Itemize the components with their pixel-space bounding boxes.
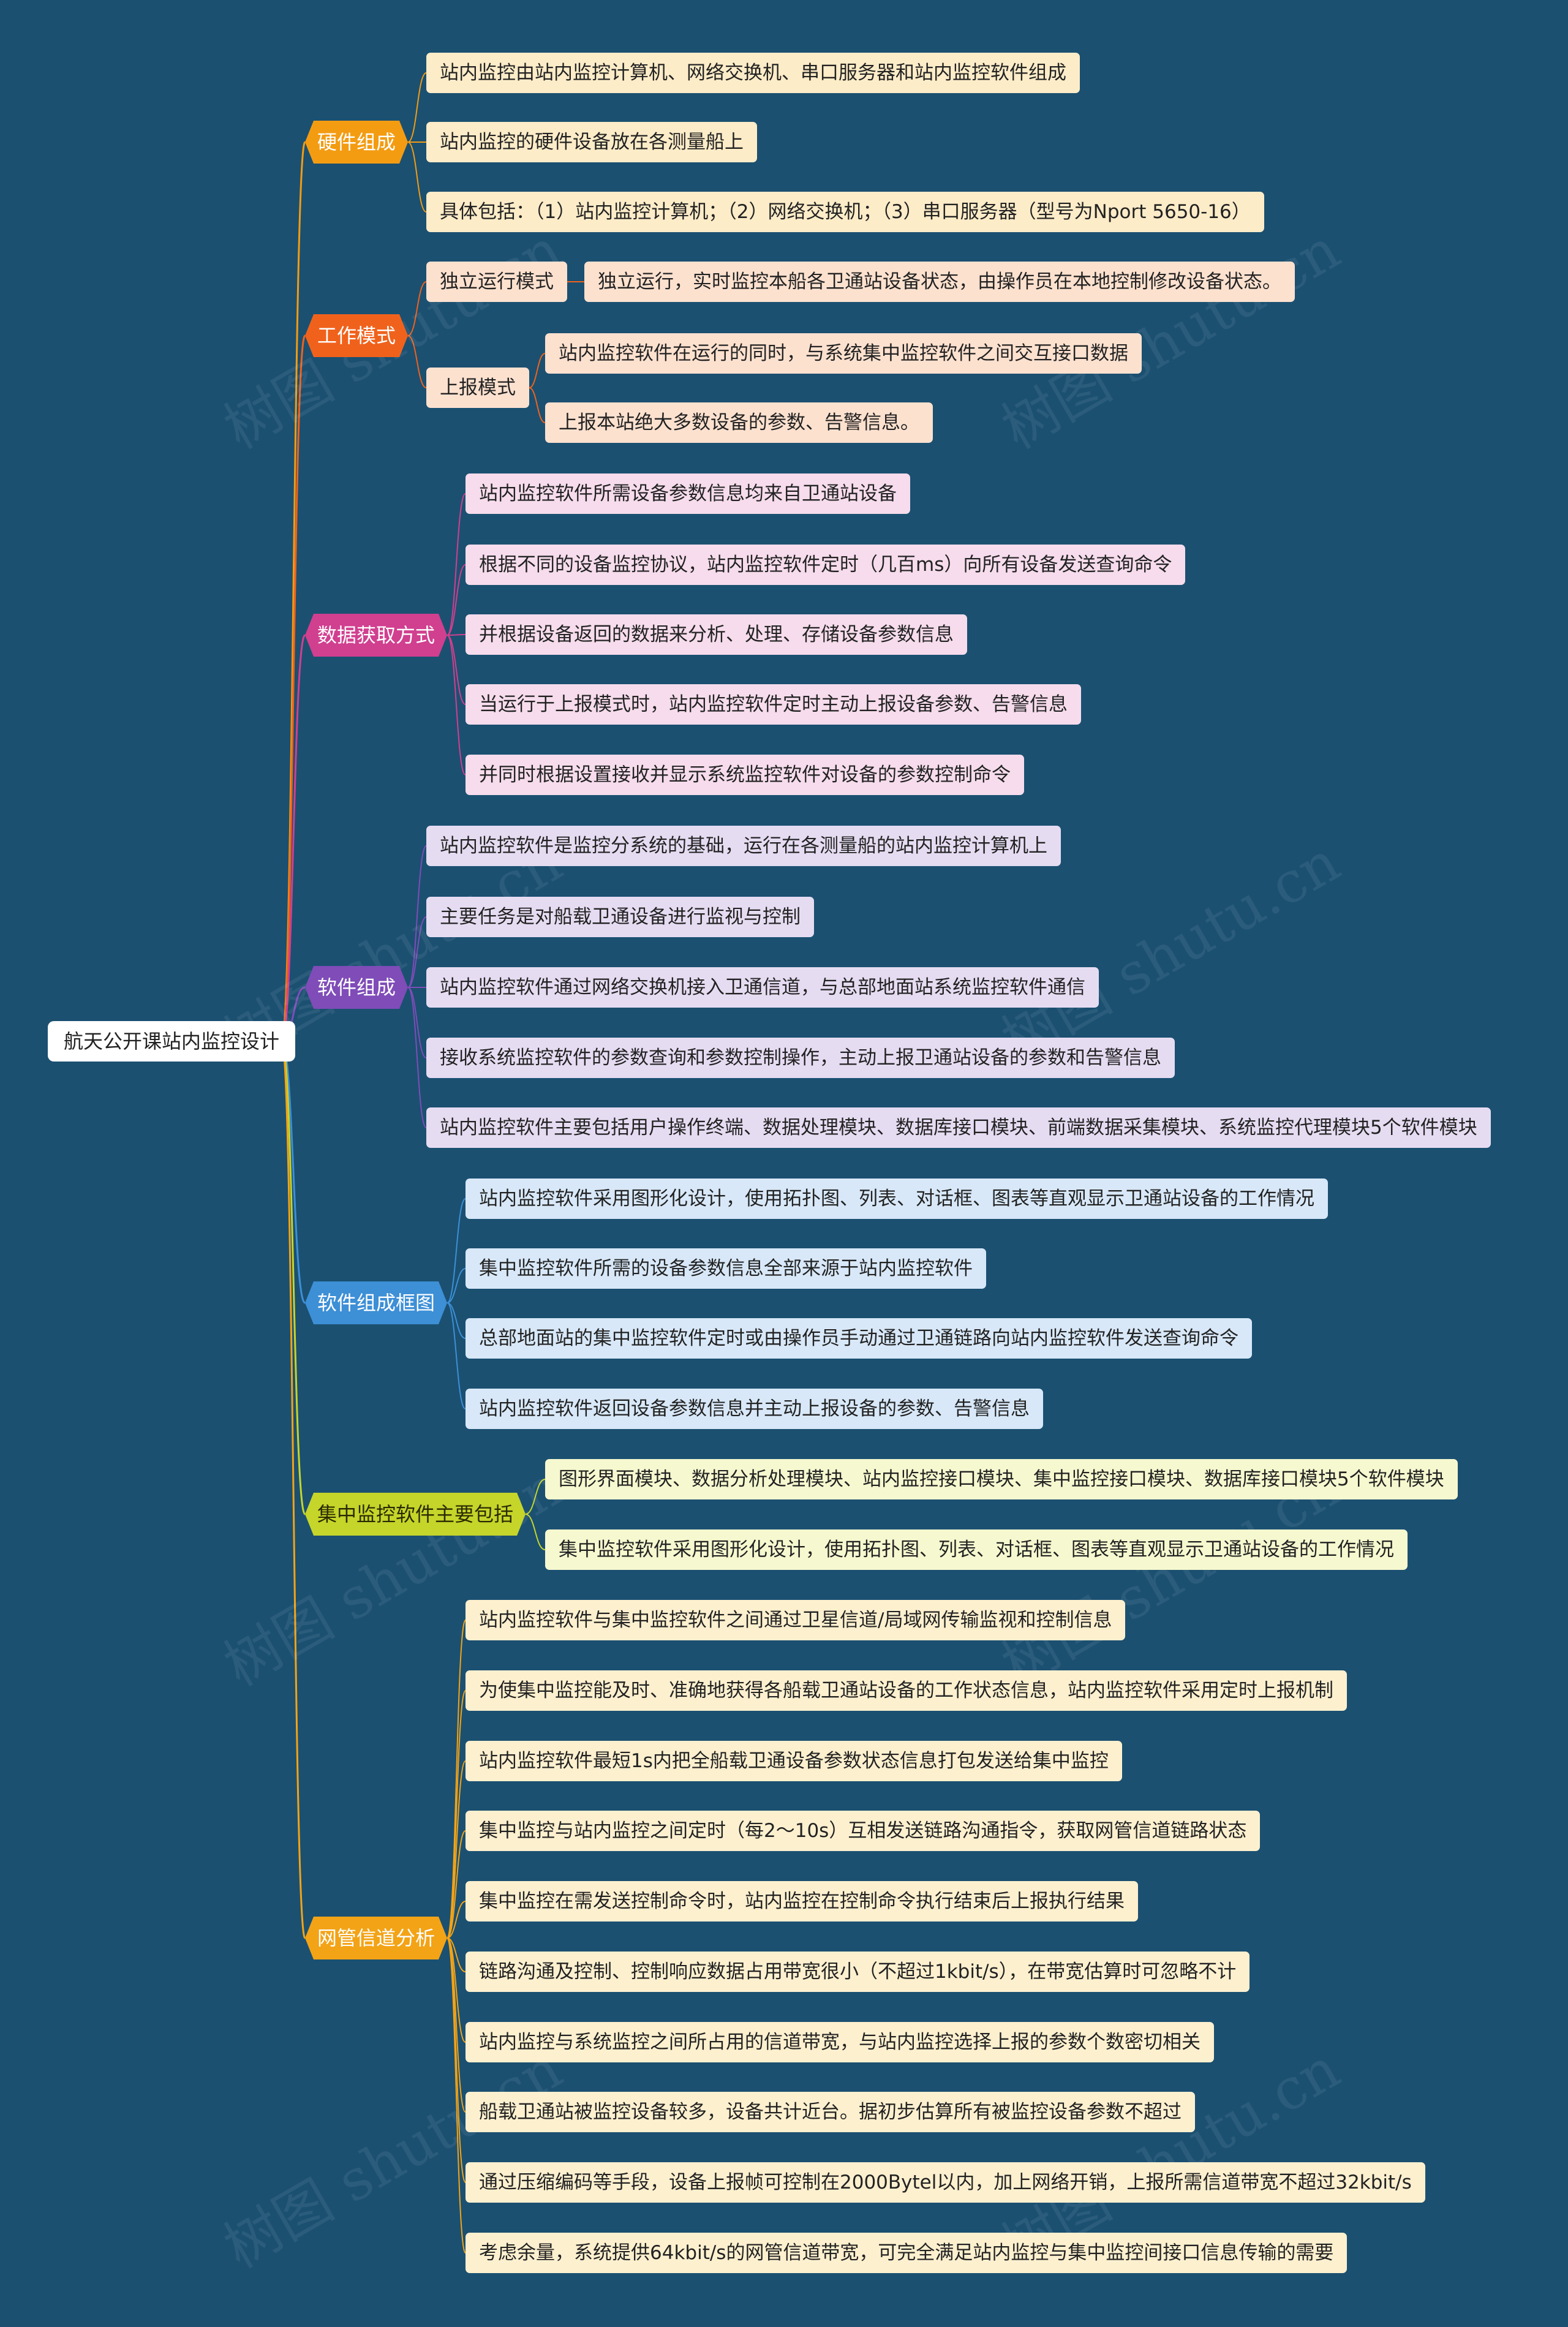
leaf-node[interactable]: 并根据设备返回的数据来分析、处理、存储设备参数信息 xyxy=(466,614,967,655)
leaf-node[interactable]: 接收系统监控软件的参数查询和参数控制操作，主动上报卫通站设备的参数和告警信息 xyxy=(426,1038,1175,1078)
connector xyxy=(281,1040,306,1515)
branch-node[interactable]: 工作模式 xyxy=(305,314,408,357)
connector xyxy=(447,635,466,775)
leaf-node[interactable]: 上报本站绝大多数设备的参数、告警信息。 xyxy=(545,402,933,443)
leaf-node[interactable]: 集中监控软件采用图形化设计，使用拓扑图、列表、对话框、图表等直观显示卫通站设备的… xyxy=(545,1529,1408,1570)
connector xyxy=(447,1690,466,1939)
leaf-node[interactable]: 链路沟通及控制、控制响应数据占用带宽很小（不超过1kbit/s），在带宽估算时可… xyxy=(466,1952,1250,1992)
connector xyxy=(407,72,427,143)
connector xyxy=(529,387,546,423)
connector xyxy=(281,334,306,1043)
connector xyxy=(447,1302,466,1409)
leaf-node[interactable]: 通过压缩编码等手段，设备上报帧可控制在2000Bytel以内，加上网络开销，上报… xyxy=(466,2162,1425,2203)
connector xyxy=(447,564,466,636)
leaf-node[interactable]: 集中监控在需发送控制命令时，站内监控在控制命令执行结束后上报执行结果 xyxy=(466,1881,1138,1922)
leaf-node[interactable]: 具体包括：（1）站内监控计算机；（2）网络交换机；（3）串口服务器（型号为Npo… xyxy=(426,192,1264,232)
leaf-node[interactable]: 集中监控与站内监控之间定时（每2～10s）互相发送链路沟通指令，获取网管信道链路… xyxy=(466,1811,1261,1851)
connector xyxy=(281,141,306,1043)
connector xyxy=(447,1937,466,2253)
leaf-node[interactable]: 站内监控软件是监控分系统的基础，运行在各测量船的站内监控计算机上 xyxy=(426,826,1061,866)
leaf-node[interactable]: 站内监控与系统监控之间所占用的信道带宽，与站内监控选择上报的参数个数密切相关 xyxy=(466,2022,1214,2062)
sub-branch-node[interactable]: 上报模式 xyxy=(426,368,529,408)
connector xyxy=(447,493,466,636)
leaf-node[interactable]: 主要任务是对船载卫通设备进行监视与控制 xyxy=(426,897,814,937)
connector xyxy=(447,1937,466,2183)
leaf-node[interactable]: 总部地面站的集中监控软件定时或由操作员手动通过卫通链路向站内监控软件发送查询命令 xyxy=(466,1318,1252,1359)
leaf-node[interactable]: 站内监控软件在运行的同时，与系统集中监控软件之间交互接口数据 xyxy=(545,333,1142,374)
connector xyxy=(529,353,546,388)
leaf-node[interactable]: 站内监控由站内监控计算机、网络交换机、串口服务器和站内监控软件组成 xyxy=(426,53,1080,93)
connector xyxy=(447,1302,466,1339)
leaf-node[interactable]: 站内监控软件采用图形化设计，使用拓扑图、列表、对话框、图表等直观显示卫通站设备的… xyxy=(466,1179,1328,1219)
connector xyxy=(525,1514,546,1550)
leaf-node[interactable]: 当运行于上报模式时，站内监控软件定时主动上报设备参数、告警信息 xyxy=(466,684,1081,725)
leaf-node[interactable]: 站内监控软件与集中监控软件之间通过卫星信道/局域网传输监视和控制信息 xyxy=(466,1600,1126,1640)
connector xyxy=(281,1040,306,1939)
branch-node[interactable]: 硬件组成 xyxy=(305,121,408,164)
connector xyxy=(447,1901,466,1939)
connector xyxy=(447,1760,466,1939)
leaf-node[interactable]: 集中监控软件所需的设备参数信息全部来源于站内监控软件 xyxy=(466,1248,986,1289)
leaf-node[interactable]: 根据不同的设备监控协议，站内监控软件定时（几百ms）向所有设备发送查询命令 xyxy=(466,545,1186,585)
leaf-node[interactable]: 船载卫通站被监控设备较多，设备共计近台。据初步估算所有被监控设备参数不超过 xyxy=(466,2092,1195,2132)
branch-node[interactable]: 软件组成 xyxy=(305,966,408,1009)
branch-node[interactable]: 集中监控软件主要包括 xyxy=(305,1493,526,1536)
sub-branch-node[interactable]: 独立运行模式 xyxy=(426,262,567,302)
connector xyxy=(407,987,427,1058)
connector xyxy=(525,1479,546,1515)
connector xyxy=(407,335,427,388)
leaf-node[interactable]: 站内监控软件主要包括用户操作终端、数据处理模块、数据库接口模块、前端数据采集模块… xyxy=(426,1107,1491,1148)
leaf-node[interactable]: 站内监控软件返回设备参数信息并主动上报设备的参数、告警信息 xyxy=(466,1389,1043,1429)
leaf-node[interactable]: 站内监控软件最短1s内把全船载卫通设备参数状态信息打包发送给集中监控 xyxy=(466,1741,1122,1781)
root-node[interactable]: 航天公开课站内监控设计 xyxy=(48,1021,296,1062)
leaf-node[interactable]: 图形界面模块、数据分析处理模块、站内监控接口模块、集中监控接口模块、数据库接口模… xyxy=(545,1459,1458,1499)
leaf-node[interactable]: 站内监控软件所需设备参数信息均来自卫通站设备 xyxy=(466,473,910,514)
connector xyxy=(407,845,427,988)
branch-node[interactable]: 网管信道分析 xyxy=(305,1917,447,1959)
connector xyxy=(447,635,466,705)
connector xyxy=(407,916,427,988)
connector xyxy=(447,1937,466,1972)
connector xyxy=(281,634,306,1043)
leaf-node[interactable]: 为使集中监控能及时、准确地获得各船载卫通站设备的工作状态信息，站内监控软件采用定… xyxy=(466,1670,1347,1711)
connector xyxy=(407,987,427,1128)
connector xyxy=(447,1268,466,1303)
leaf-node[interactable]: 站内监控的硬件设备放在各测量船上 xyxy=(426,122,757,162)
leaf-node[interactable]: 站内监控软件通过网络交换机接入卫通信道，与总部地面站系统监控软件通信 xyxy=(426,967,1099,1008)
connector xyxy=(407,141,427,213)
connector xyxy=(447,1830,466,1939)
leaf-node[interactable]: 考虑余量，系统提供64kbit/s的网管信道带宽，可完全满足站内监控与集中监控间… xyxy=(466,2233,1348,2273)
connector xyxy=(447,1198,466,1303)
branch-node[interactable]: 数据获取方式 xyxy=(305,614,447,657)
branch-node[interactable]: 软件组成框图 xyxy=(305,1281,447,1324)
leaf-node[interactable]: 并同时根据设置接收并显示系统监控软件对设备的参数控制命令 xyxy=(466,755,1024,795)
connector xyxy=(407,281,427,336)
connector xyxy=(447,1937,466,2043)
leaf-node[interactable]: 独立运行，实时监控本船各卫通站设备状态，由操作员在本地控制修改设备状态。 xyxy=(584,262,1295,302)
